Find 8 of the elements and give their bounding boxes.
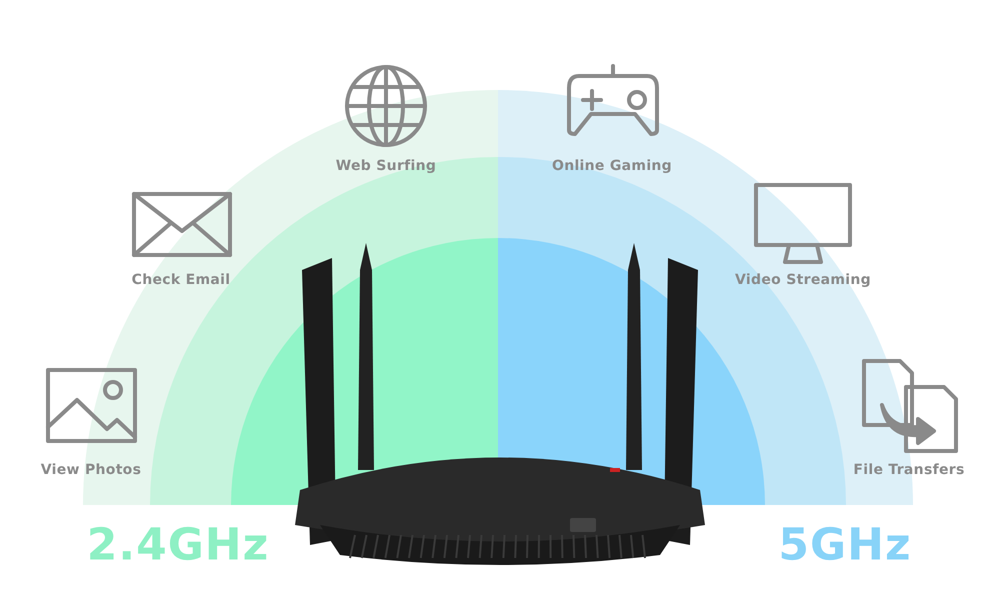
activity-label: Online Gaming [552, 158, 672, 174]
activity-label: Check Email [132, 272, 230, 288]
band-label: 5GHz [778, 520, 912, 570]
activity-label: Video Streaming [735, 272, 871, 288]
activity-label: View Photos [40, 462, 142, 478]
activity-label: File Transfers [853, 462, 965, 478]
activity-label: Web Surfing [336, 158, 436, 174]
band-label: 2.4GHz [86, 520, 270, 570]
